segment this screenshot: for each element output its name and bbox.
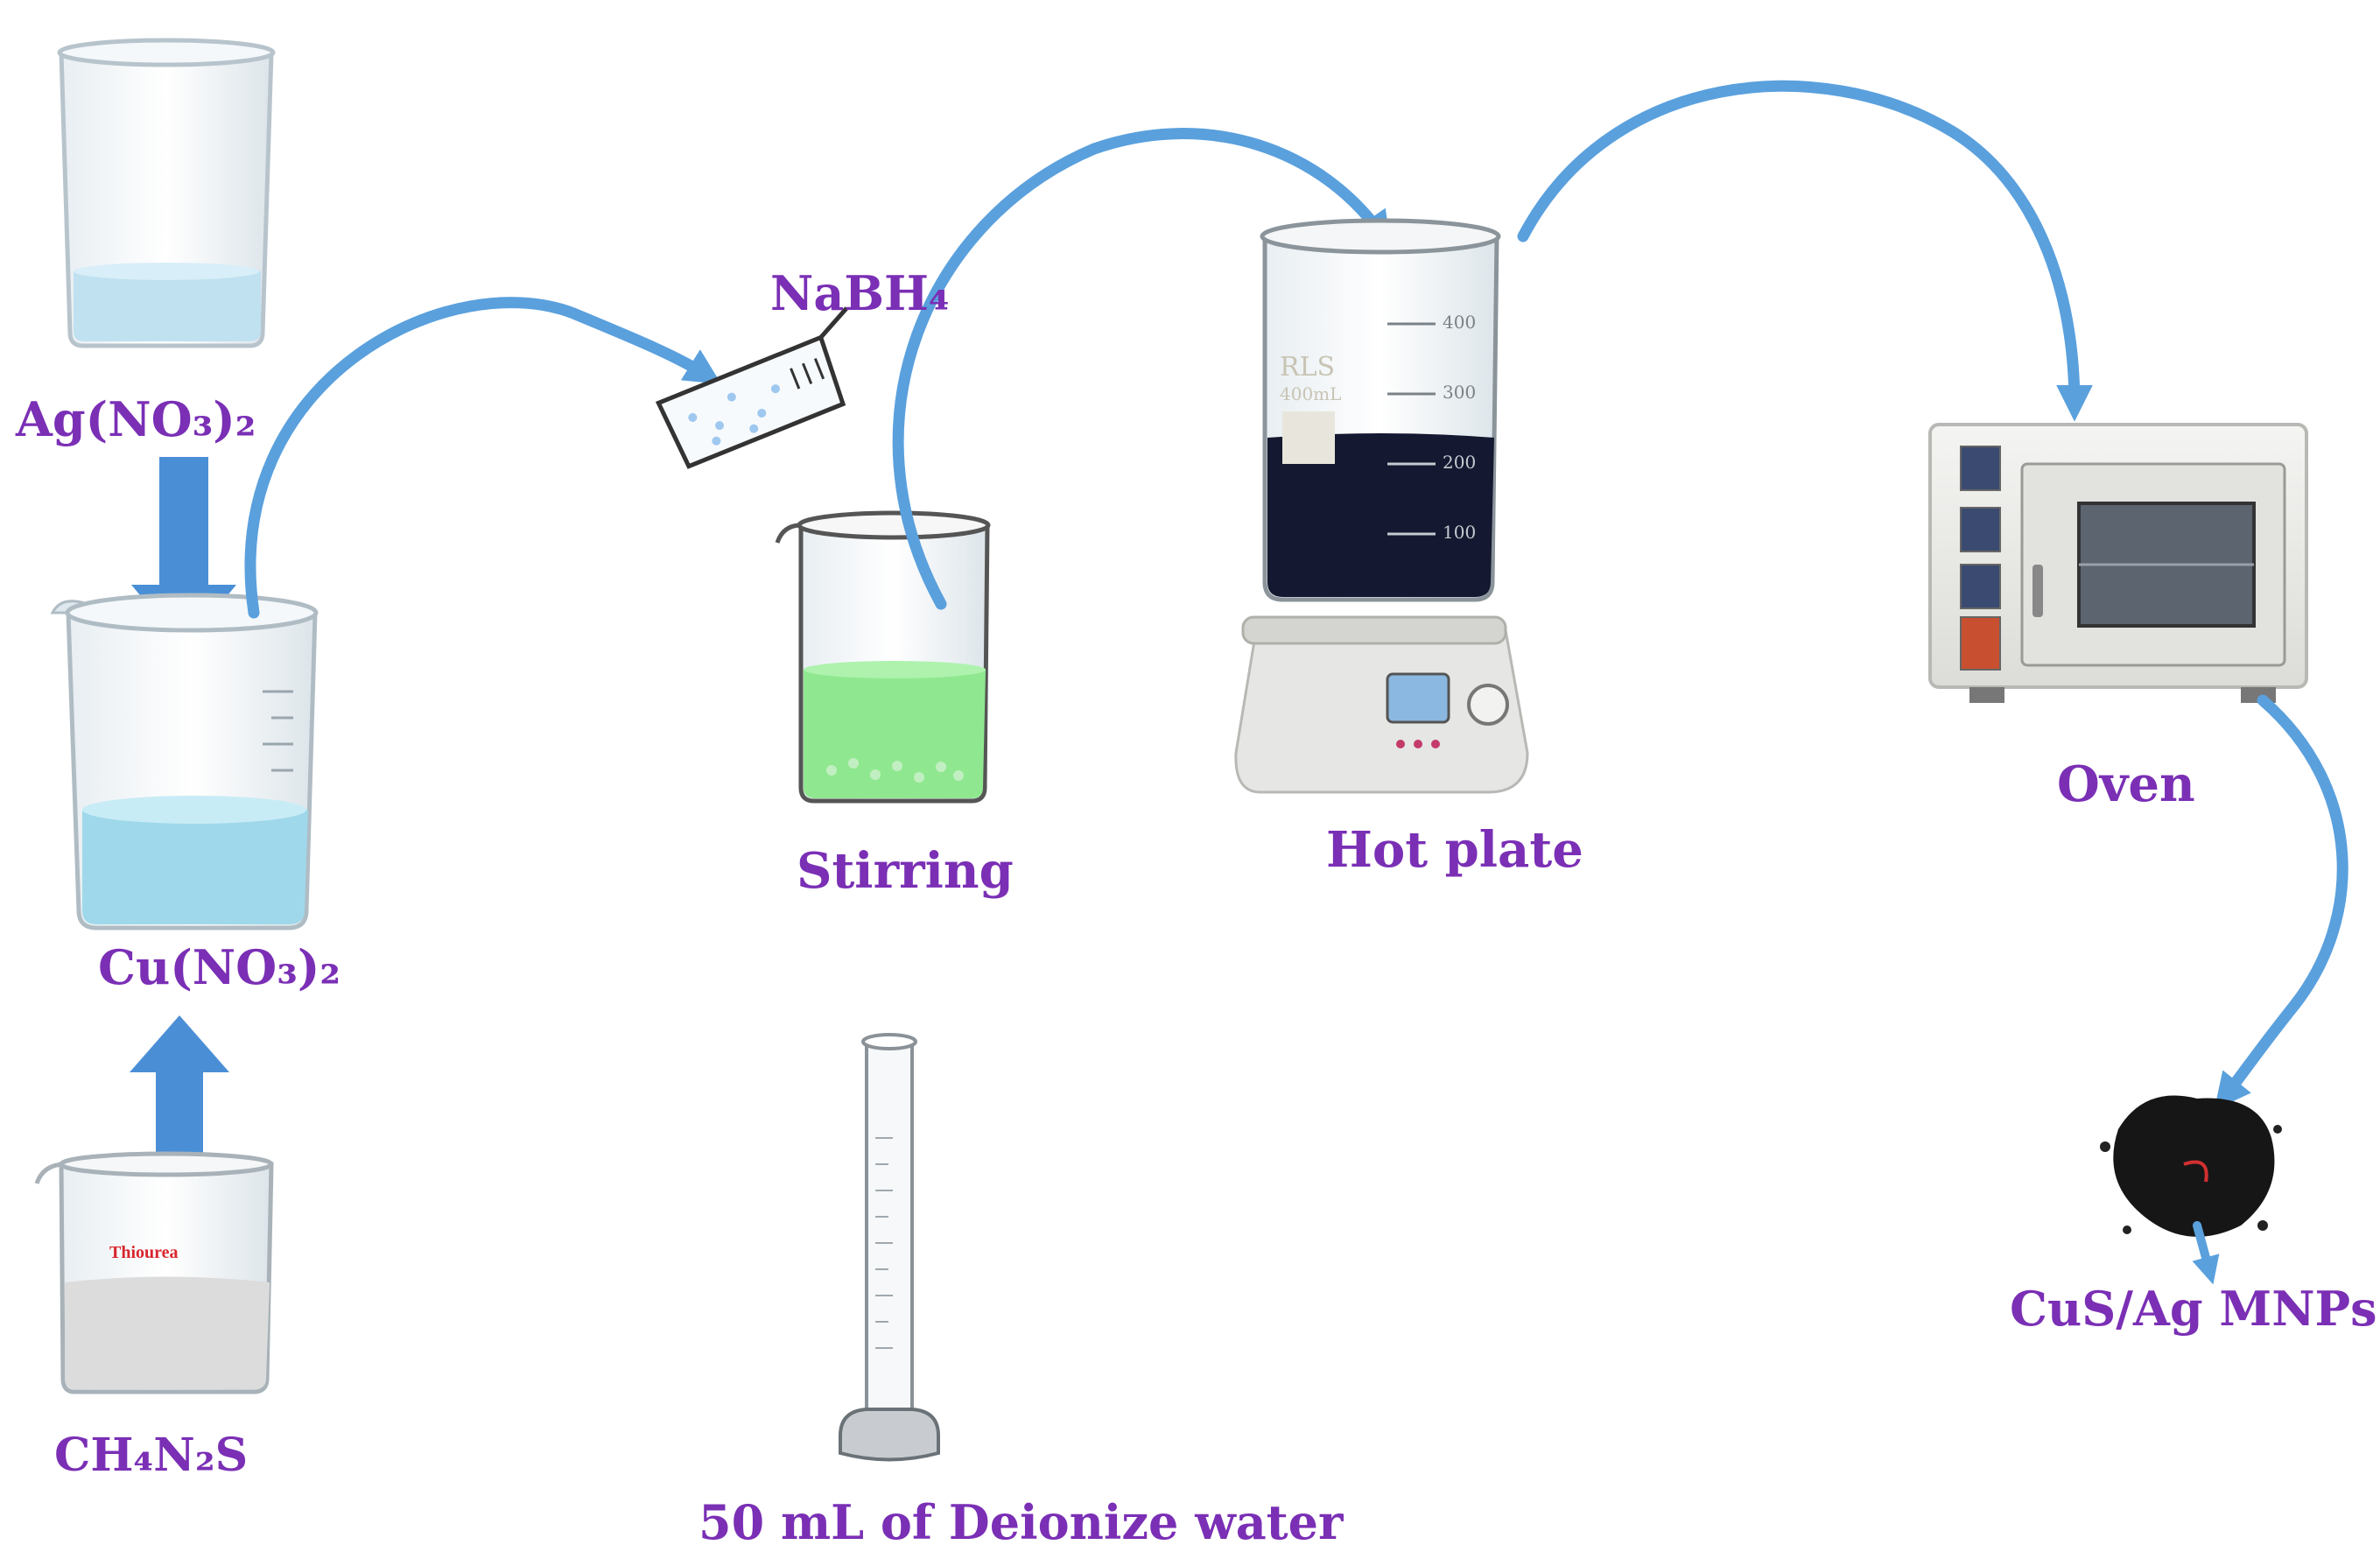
hot-plate-beaker	[1260, 218, 1501, 602]
ag-nitrate-beaker	[57, 38, 276, 348]
thiourea-beaker	[34, 1151, 274, 1394]
label-thiourea-formula: CH₄N₂S	[54, 1429, 249, 1482]
label-oven: Oven	[2057, 755, 2195, 813]
label-hot-plate: Hot plate	[1326, 821, 1583, 879]
beaker-mark-400: 400	[1443, 312, 1477, 333]
graduated-cylinder	[839, 1033, 940, 1462]
thiourea-tag: Thiourea	[109, 1243, 179, 1262]
beaker-brand-text: RLS	[1280, 352, 1336, 383]
flow-arrow-cu-to-nabh4	[244, 297, 722, 619]
beaker-mark-100: 100	[1443, 522, 1477, 543]
beaker-mark-300: 300	[1443, 382, 1477, 403]
label-stirring: Stirring	[797, 842, 1014, 900]
label-nabh4: NaBH₄	[770, 265, 950, 321]
beaker-mark-200: 200	[1443, 452, 1477, 473]
label-deionized-water: 50 mL of Deionize water	[699, 1494, 1344, 1550]
cu-nitrate-beaker	[50, 593, 319, 930]
flow-arrow-powder-to-label	[2192, 1221, 2220, 1285]
flow-arrow-oven-to-product	[2214, 694, 2348, 1110]
stirring-beaker	[775, 510, 991, 804]
oven-device	[1928, 423, 2308, 703]
label-ag-nitrate: Ag(NO₃)₂	[16, 391, 256, 447]
cus-ag-powder	[2100, 1095, 2282, 1237]
label-product: CuS/Ag MNPs	[2010, 1281, 2377, 1337]
flow-arrow-hotplate-to-oven	[1517, 80, 2093, 422]
label-cu-nitrate: Cu(NO₃)₂	[98, 939, 341, 995]
flow-arrow-stirring-to-hotplate	[892, 128, 1392, 610]
nabh4-beaker	[655, 306, 849, 469]
beaker-capacity-text: 400mL	[1280, 383, 1342, 404]
hot-plate-device	[1234, 615, 1529, 794]
